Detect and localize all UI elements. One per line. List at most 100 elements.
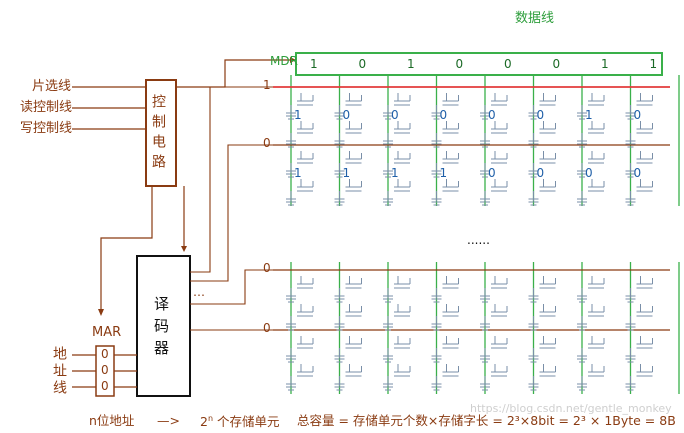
memory-cell	[480, 364, 508, 391]
cell-bit: 1	[439, 166, 448, 180]
memory-cell	[334, 151, 362, 178]
memory-cell	[334, 179, 362, 206]
read-control-label: 读控制线	[20, 100, 73, 115]
memory-cell	[625, 151, 653, 178]
memory-cell	[334, 93, 362, 120]
memory-cell	[286, 179, 314, 206]
memory-cell	[334, 364, 362, 391]
memory-cell	[383, 93, 411, 120]
memory-cell	[383, 304, 411, 331]
decoder-out-2	[190, 144, 273, 282]
memory-cell	[528, 276, 556, 303]
memory-cell	[577, 276, 605, 303]
cell-bit: 0	[536, 166, 545, 180]
footer-units-text: 个存储单元	[213, 414, 280, 430]
decoder-arrowhead	[181, 246, 187, 252]
memory-cell	[528, 151, 556, 178]
memory-cell	[625, 336, 653, 363]
memory-cell	[480, 151, 508, 178]
row-label: 0	[263, 321, 271, 335]
control-circuit-label: 控制电路	[150, 94, 166, 174]
mdr-bit: 0	[552, 57, 561, 71]
mar-bit-2: 0	[101, 363, 109, 377]
mdr-bit: 1	[407, 57, 415, 71]
memory-cell	[383, 336, 411, 363]
memory-cell	[528, 179, 556, 206]
cell-bit: 0	[488, 166, 496, 180]
cell-bit: 0	[536, 108, 545, 122]
memory-cell	[383, 276, 411, 303]
cell-bit: 0	[342, 108, 351, 122]
memory-cell	[625, 276, 653, 303]
memory-cell	[577, 179, 605, 206]
decoder-out-3	[190, 269, 273, 305]
cell-bit: 0	[439, 108, 448, 122]
chip-select-label: 片选线	[32, 79, 72, 94]
memory-cell	[577, 121, 605, 148]
memory-cell	[286, 276, 314, 303]
mdr-register	[295, 52, 663, 76]
control-to-mdr-line	[176, 59, 296, 88]
memory-cell	[480, 336, 508, 363]
memory-cell	[431, 151, 459, 178]
memory-cell	[528, 93, 556, 120]
memory-cell	[431, 304, 459, 331]
memory-cell	[480, 179, 508, 206]
mdr-bit: 0	[504, 57, 512, 71]
memory-cell	[334, 336, 362, 363]
memory-cell	[286, 151, 314, 178]
memory-cell	[480, 93, 508, 120]
footer-arrow: —>	[157, 413, 180, 428]
control-circuit-box	[145, 79, 177, 187]
memory-cell	[286, 121, 314, 148]
mar-arrowhead	[98, 309, 104, 316]
data-bus-label: 数据线	[515, 11, 555, 26]
cell-bit: 0	[633, 166, 642, 180]
cell-bit: 1	[342, 166, 351, 180]
mdr-arrowhead	[290, 57, 296, 63]
memory-cell	[383, 121, 411, 148]
memory-cell	[334, 121, 362, 148]
decoder-label: 译码器	[152, 296, 170, 362]
memory-cell	[528, 364, 556, 391]
memory-cell	[577, 304, 605, 331]
memory-cell	[286, 93, 314, 120]
memory-cell	[431, 121, 459, 148]
row-label: 0	[263, 261, 271, 275]
memory-array-lines	[273, 75, 680, 394]
cell-bit: 1	[294, 166, 302, 180]
decoder-box	[136, 255, 191, 397]
memory-cell	[286, 336, 314, 363]
memory-cell	[431, 93, 459, 120]
memory-cell	[286, 304, 314, 331]
memory-cell	[383, 364, 411, 391]
memory-cell	[383, 151, 411, 178]
memory-cell	[528, 336, 556, 363]
memory-cell	[528, 121, 556, 148]
cell-bit: 1	[585, 108, 593, 122]
control-to-mar-line	[100, 186, 153, 310]
mdr-label: MDR	[270, 54, 298, 68]
footer-units-base: 2	[200, 414, 208, 430]
cell-bit: 1	[294, 108, 302, 122]
memory-cell	[431, 276, 459, 303]
memory-cell	[431, 179, 459, 206]
mdr-bit: 1	[310, 57, 318, 71]
memory-cell	[577, 93, 605, 120]
memory-cell	[431, 336, 459, 363]
memory-cell	[625, 364, 653, 391]
mdr-bit: 1	[601, 57, 609, 71]
memory-cell	[286, 364, 314, 391]
row-label: 1	[263, 78, 271, 92]
memory-cell	[625, 93, 653, 120]
memory-cell	[577, 336, 605, 363]
memory-cell	[577, 151, 605, 178]
footer-capacity: 总容量 = 存储单元个数×存储字长 = 2³×8bit = 2³ × 1Byte…	[297, 413, 676, 428]
memory-cell	[625, 304, 653, 331]
decoder-out-1	[190, 86, 273, 273]
memory-cell	[480, 121, 508, 148]
mdr-bit: 0	[358, 57, 367, 71]
array-ellipsis: ......	[467, 233, 490, 247]
